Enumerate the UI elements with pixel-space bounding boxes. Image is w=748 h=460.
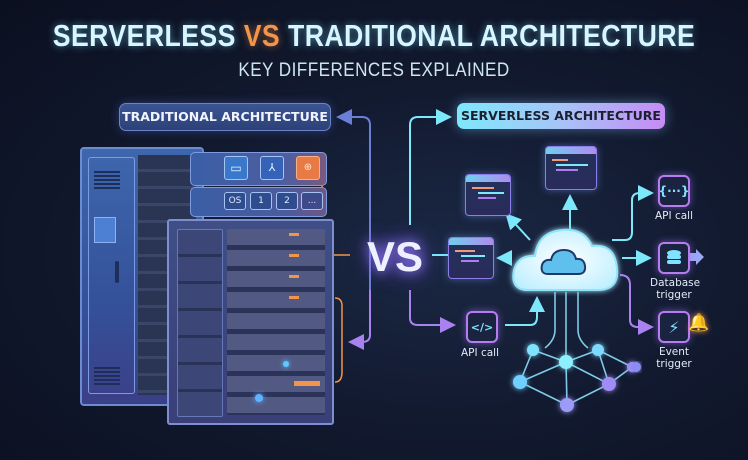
trigger-database-label-line1: Database: [650, 277, 701, 289]
lightning-icon: ⚡: [658, 311, 690, 343]
trigger-database: Database trigger: [650, 242, 701, 301]
trigger-api-call: {···} API call: [650, 175, 698, 222]
os-layer-label: OS: [224, 192, 246, 210]
trigger-database-label-line2: trigger: [656, 289, 692, 301]
function-code-window-1: [465, 174, 511, 216]
software-stack: ▭ ⅄ ⊕ OS 1 2 ...: [190, 152, 327, 217]
chip-icon: ⊕: [296, 156, 320, 180]
layer-2-label: 2: [276, 192, 298, 210]
code-brackets-icon: </>: [466, 311, 498, 343]
trigger-event-label-line1: Event: [658, 346, 690, 358]
title-vs: VS: [243, 18, 281, 53]
inbound-api-call-label: API call: [461, 347, 499, 359]
server-rack-front: [167, 219, 334, 425]
rack-handle: [115, 261, 119, 283]
traditional-architecture-label: TRADITIONAL ARCHITECTURE: [119, 103, 331, 131]
function-code-window-3: [448, 237, 494, 279]
layer-1-label: 1: [250, 192, 272, 210]
trigger-event: ⚡ Event trigger: [650, 311, 698, 370]
network-nodes: [513, 344, 637, 412]
more-layers-label: ...: [301, 192, 323, 210]
title-serverless: SERVERLESS: [52, 18, 236, 53]
trigger-api-call-label: API call: [655, 210, 693, 222]
vs-label: VS: [366, 233, 424, 280]
trigger-event-label-line2: trigger: [656, 358, 692, 370]
curly-braces-icon: {···}: [658, 175, 690, 207]
page-subtitle: KEY DIFFERENCES EXPLAINED: [238, 60, 510, 81]
page-title: SERVERLESS VS TRADITIONAL ARCHITECTURE: [52, 18, 695, 54]
database-icon: [658, 242, 690, 274]
rack-door-panel: [94, 217, 116, 243]
serverless-architecture-label: SERVERLESS ARCHITECTURE: [457, 103, 665, 129]
bell-icon: 🔔: [688, 313, 710, 333]
app-store-icon: ⅄: [260, 156, 284, 180]
monitor-icon: ▭: [224, 156, 248, 180]
function-code-window-2: [545, 146, 597, 190]
title-traditional: TRADITIONAL ARCHITECTURE: [287, 18, 696, 53]
inbound-api-call: </> API call: [456, 311, 504, 359]
